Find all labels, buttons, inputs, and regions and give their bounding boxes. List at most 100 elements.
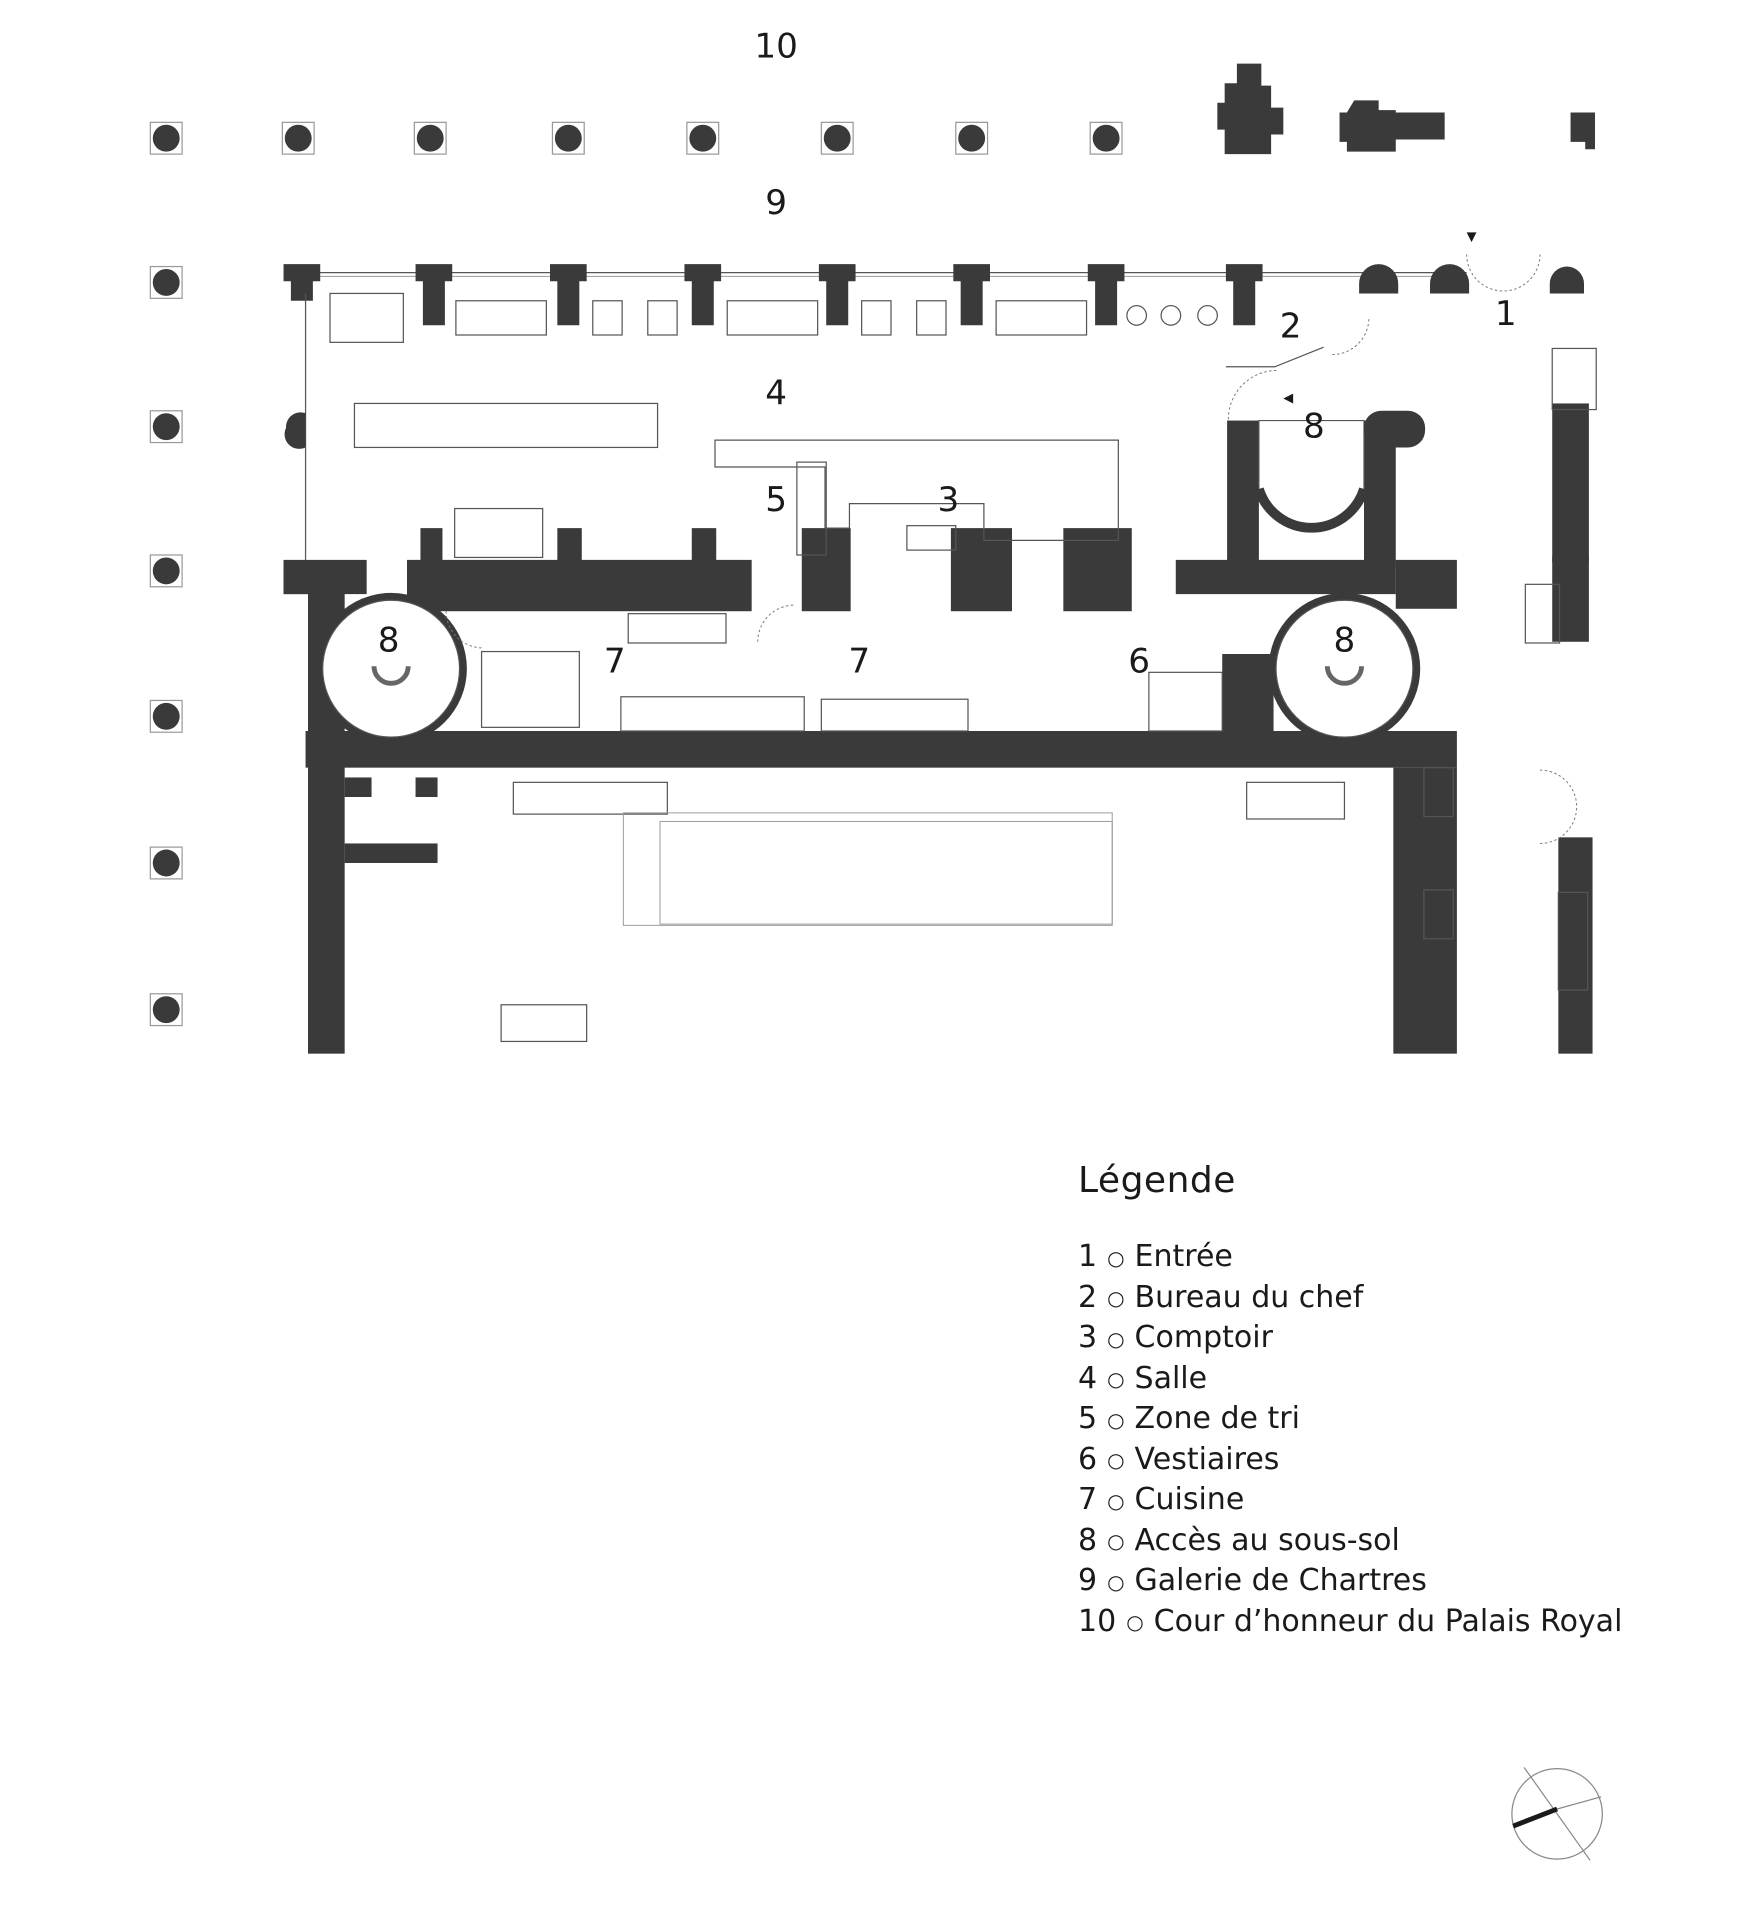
- legend-item: 5 ○ Zone de tri: [1078, 1399, 1622, 1440]
- left-pier: [284, 412, 306, 449]
- legend-separator-icon: ○: [1107, 1367, 1125, 1391]
- label-tri: 5: [765, 480, 787, 520]
- legend-separator-icon: ○: [1107, 1286, 1125, 1310]
- legend-item-number: 9: [1078, 1563, 1098, 1598]
- legend-item-label: Entrée: [1134, 1239, 1233, 1274]
- label-cuisine-b: 7: [848, 641, 870, 681]
- legend-item-number: 2: [1078, 1279, 1098, 1315]
- courtyard-structures: [1217, 63, 1595, 155]
- column: [416, 124, 444, 152]
- pilaster: [1087, 264, 1125, 326]
- spiral-stair-left: [315, 592, 467, 745]
- legend-item-number: 3: [1078, 1320, 1098, 1355]
- legend-item: 2 ○ Bureau du chef: [1078, 1278, 1622, 1319]
- label-cour: 10: [754, 27, 798, 67]
- legend-item: 4 ○ Salle: [1078, 1359, 1622, 1400]
- legend-item-label: Vestiaires: [1134, 1441, 1280, 1477]
- label-galerie: 9: [765, 183, 787, 223]
- legend-item: 10 ○ Cour d’honneur du Palais Royal: [1078, 1602, 1622, 1643]
- legend-item-label: Accès au sous-sol: [1134, 1522, 1400, 1558]
- legend-item-label: Comptoir: [1134, 1320, 1273, 1355]
- column: [689, 124, 717, 152]
- column-base: [149, 554, 183, 588]
- legend-separator-icon: ○: [1107, 1529, 1125, 1553]
- column: [152, 413, 180, 441]
- legend-item-number: 8: [1078, 1522, 1098, 1558]
- label-entree: 1: [1495, 294, 1517, 334]
- legend-item: 6 ○ Vestiaires: [1078, 1440, 1622, 1481]
- column-base: [551, 121, 585, 155]
- column-base: [149, 993, 183, 1027]
- pilaster: [684, 264, 722, 326]
- column: [152, 702, 180, 730]
- legend-item-label: Cuisine: [1134, 1482, 1245, 1517]
- column: [152, 124, 180, 152]
- legend-item-number: 6: [1078, 1441, 1098, 1477]
- legend-separator-icon: ○: [1107, 1569, 1125, 1594]
- column: [152, 849, 180, 877]
- label-acces-c: 8: [1303, 407, 1325, 447]
- column: [284, 124, 312, 152]
- label-acces-b: 8: [1334, 621, 1356, 661]
- spiral-stair-right: [1268, 592, 1421, 745]
- legend-item-label: Salle: [1134, 1360, 1208, 1396]
- column-base: [149, 699, 183, 733]
- pilaster: [818, 264, 856, 326]
- column: [1092, 124, 1120, 152]
- legend-title: Légende: [1078, 1160, 1236, 1201]
- column-base: [686, 121, 720, 155]
- label-bureau: 2: [1280, 306, 1302, 346]
- pilaster: [953, 264, 990, 326]
- legend-item-number: 10: [1078, 1603, 1117, 1639]
- column-base: [820, 121, 854, 155]
- furniture: [329, 292, 1597, 1043]
- legend-item: 9○Galerie de Chartres: [1078, 1561, 1622, 1602]
- column-base: [955, 121, 989, 155]
- stair-upper-right: [1254, 410, 1426, 533]
- column: [958, 124, 986, 152]
- colonnade-left: [149, 265, 183, 1027]
- legend-item-label: Bureau du chef: [1134, 1279, 1364, 1315]
- label-salle: 4: [765, 374, 787, 414]
- column-base: [149, 410, 183, 444]
- legend-item-number: 4: [1078, 1360, 1098, 1396]
- label-vestiaires: 6: [1128, 641, 1150, 681]
- legend-item-number: 7: [1078, 1482, 1098, 1517]
- column-base: [281, 121, 315, 155]
- pilaster: [550, 264, 587, 326]
- pilaster: [1225, 264, 1263, 326]
- doors: [445, 254, 1578, 844]
- legend-item: 3 ○ Comptoir: [1078, 1318, 1622, 1359]
- legend-separator-icon: ○: [1126, 1610, 1144, 1634]
- column-base: [149, 121, 183, 155]
- legend-item-label: Cour d’honneur du Palais Royal: [1153, 1603, 1623, 1639]
- legend-item: 8 ○ Accès au sous-sol: [1078, 1521, 1622, 1562]
- legend-item-label: Zone de tri: [1134, 1401, 1300, 1436]
- entry-arrows: [1283, 232, 1477, 404]
- column-base: [413, 121, 447, 155]
- legend-item: 7 ○ Cuisine: [1078, 1480, 1622, 1521]
- legend-separator-icon: ○: [1107, 1448, 1125, 1472]
- legend-item-number: 5: [1078, 1401, 1098, 1436]
- legend-item-number: 1: [1078, 1239, 1098, 1274]
- facade-wall: [283, 264, 1584, 326]
- column-base: [1089, 121, 1123, 155]
- colonnade-top: [149, 121, 1123, 155]
- legend-separator-icon: ○: [1107, 1326, 1125, 1351]
- legend-item: 1○Entrée: [1078, 1237, 1622, 1278]
- pilaster: [283, 264, 321, 301]
- column: [152, 269, 180, 296]
- legend-separator-icon: ○: [1107, 1488, 1125, 1513]
- pilaster: [415, 264, 453, 326]
- label-acces-a: 8: [378, 621, 400, 661]
- column: [152, 996, 180, 1024]
- column-base: [149, 265, 183, 299]
- label-cuisine-a: 7: [604, 641, 626, 681]
- north-arrow-icon: [1511, 1767, 1603, 1861]
- structural-walls: [283, 403, 1593, 1054]
- legend-separator-icon: ○: [1107, 1407, 1125, 1432]
- label-comptoir: 3: [938, 480, 960, 520]
